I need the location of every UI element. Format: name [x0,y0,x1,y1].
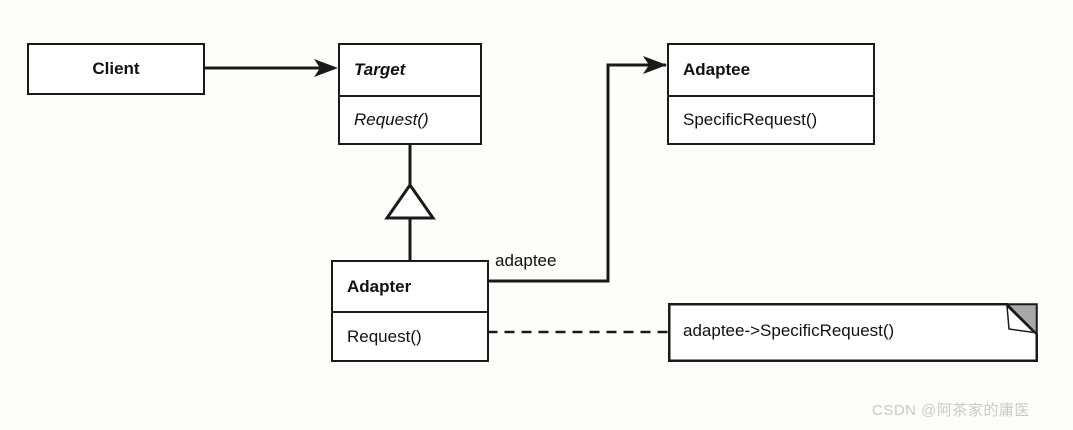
class-name-compartment-target: Target [340,45,480,95]
class-name-adaptee: Adaptee [683,60,751,79]
class-box-target[interactable]: Target Request() [338,43,482,145]
note-shape [668,303,1038,362]
association-role-label-adaptee: adaptee [495,251,557,270]
class-box-client[interactable]: Client [27,43,205,95]
class-box-adaptee[interactable]: Adaptee SpecificRequest() [667,43,875,145]
hollow-triangle-icon [384,182,436,220]
operations-compartment-adapter: Request() [333,311,487,360]
operation-adapter-request: Request() [347,326,422,346]
operations-compartment-target: Request() [340,95,480,143]
association-client-target [205,59,338,77]
note-fold-curl-icon [1006,304,1037,334]
class-name-adapter: Adapter [347,276,412,296]
note-text: adaptee->SpecificRequest() [683,321,895,340]
association-line-adapter-adaptee [489,63,666,283]
generalization-adapter-target [384,145,436,260]
class-name-compartment-adaptee: Adaptee [669,45,873,95]
arrowhead-filled-adaptee [643,56,667,74]
watermark-text: CSDN @阿茶家的庸医 [872,402,1030,419]
operation-target-request: Request() [354,110,429,129]
arrowhead-filled-target [314,59,338,77]
class-name-client: Client [92,59,140,78]
note-fold-corner-icon [1004,303,1038,337]
class-name-compartment-adapter: Adapter [333,262,487,311]
uml-note-box[interactable]: adaptee->SpecificRequest() [668,303,1038,362]
note-body [668,303,1038,362]
note-connector [456,324,668,340]
operation-adaptee-specificrequest: SpecificRequest() [683,110,818,129]
class-name-target: Target [354,60,406,79]
association-adapter-adaptee [489,56,667,283]
class-name-compartment-client: Client [29,45,203,93]
class-box-adapter[interactable]: Adapter Request() [331,260,489,362]
operations-compartment-adaptee: SpecificRequest() [669,95,873,143]
